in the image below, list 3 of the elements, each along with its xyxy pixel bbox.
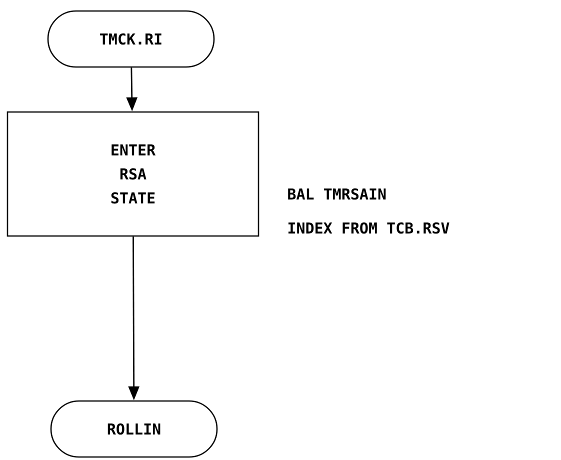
- annotation-text: INDEX FROM TCB.RSV: [288, 222, 450, 234]
- annotation-text: BAL TMRSAIN: [288, 188, 386, 200]
- process-box: ENTER RSA STATE: [6, 111, 260, 237]
